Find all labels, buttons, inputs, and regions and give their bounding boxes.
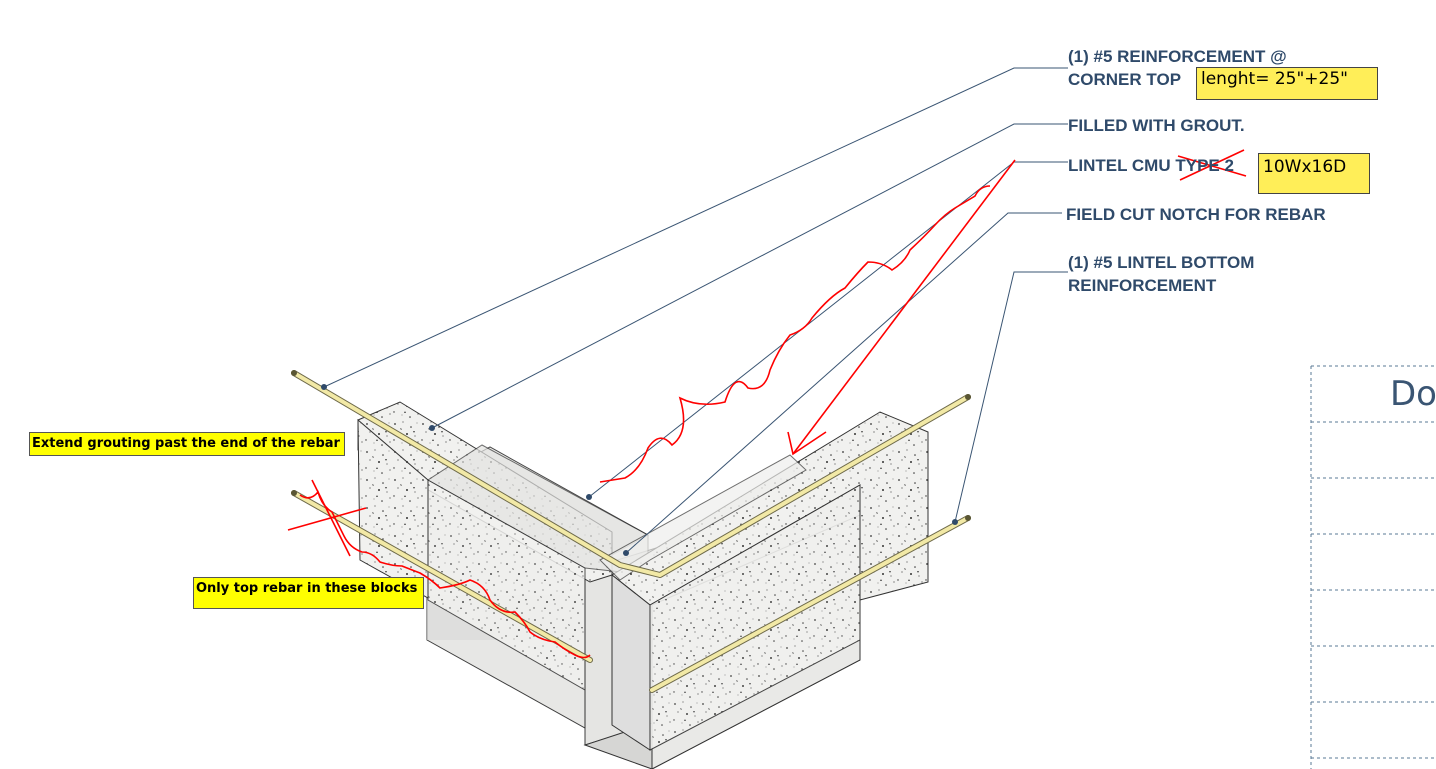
redline-markup (287, 149, 1247, 659)
markup-length-box: lenght= 25"+25" (1196, 67, 1378, 100)
callout-bottom-reinforcement: (1) #5 LINTEL BOTTOM REINFORCEMENT (1068, 251, 1254, 297)
callout-bottom-reinforcement-line2: REINFORCEMENT (1068, 276, 1217, 295)
callout-lintel-type: LINTEL CMU TYPE 2 (1068, 154, 1234, 177)
note-extend-grouting: Extend grouting past the end of the reba… (29, 432, 345, 456)
leader-dots (321, 384, 958, 556)
rebar-bottom (291, 490, 971, 693)
callout-field-cut: FIELD CUT NOTCH FOR REBAR (1066, 205, 1326, 224)
callout-grout: FILLED WITH GROUT. (1068, 116, 1245, 135)
wavy-line-lower (299, 490, 591, 659)
rebar-top (291, 370, 971, 578)
callout-top-reinforcement-line1: (1) #5 REINFORCEMENT @ (1068, 47, 1287, 66)
callout-lintel-type-prefix: LINTEL CMU (1068, 156, 1176, 175)
title-block-text: Do (1390, 374, 1436, 414)
markup-size-box: 10Wx16D (1258, 153, 1370, 194)
callout-top-reinforcement: (1) #5 REINFORCEMENT @ CORNER TOP (1068, 45, 1287, 91)
title-block (1310, 365, 1436, 769)
callout-bottom-reinforcement-line1: (1) #5 LINTEL BOTTOM (1068, 253, 1255, 272)
note-only-top-rebar: Only top rebar in these blocks (193, 577, 424, 609)
callout-top-reinforcement-line2: CORNER TOP (1068, 70, 1182, 89)
callout-lintel-type-struck: TYPE 2 (1175, 156, 1234, 175)
wavy-line-upper (599, 185, 991, 483)
